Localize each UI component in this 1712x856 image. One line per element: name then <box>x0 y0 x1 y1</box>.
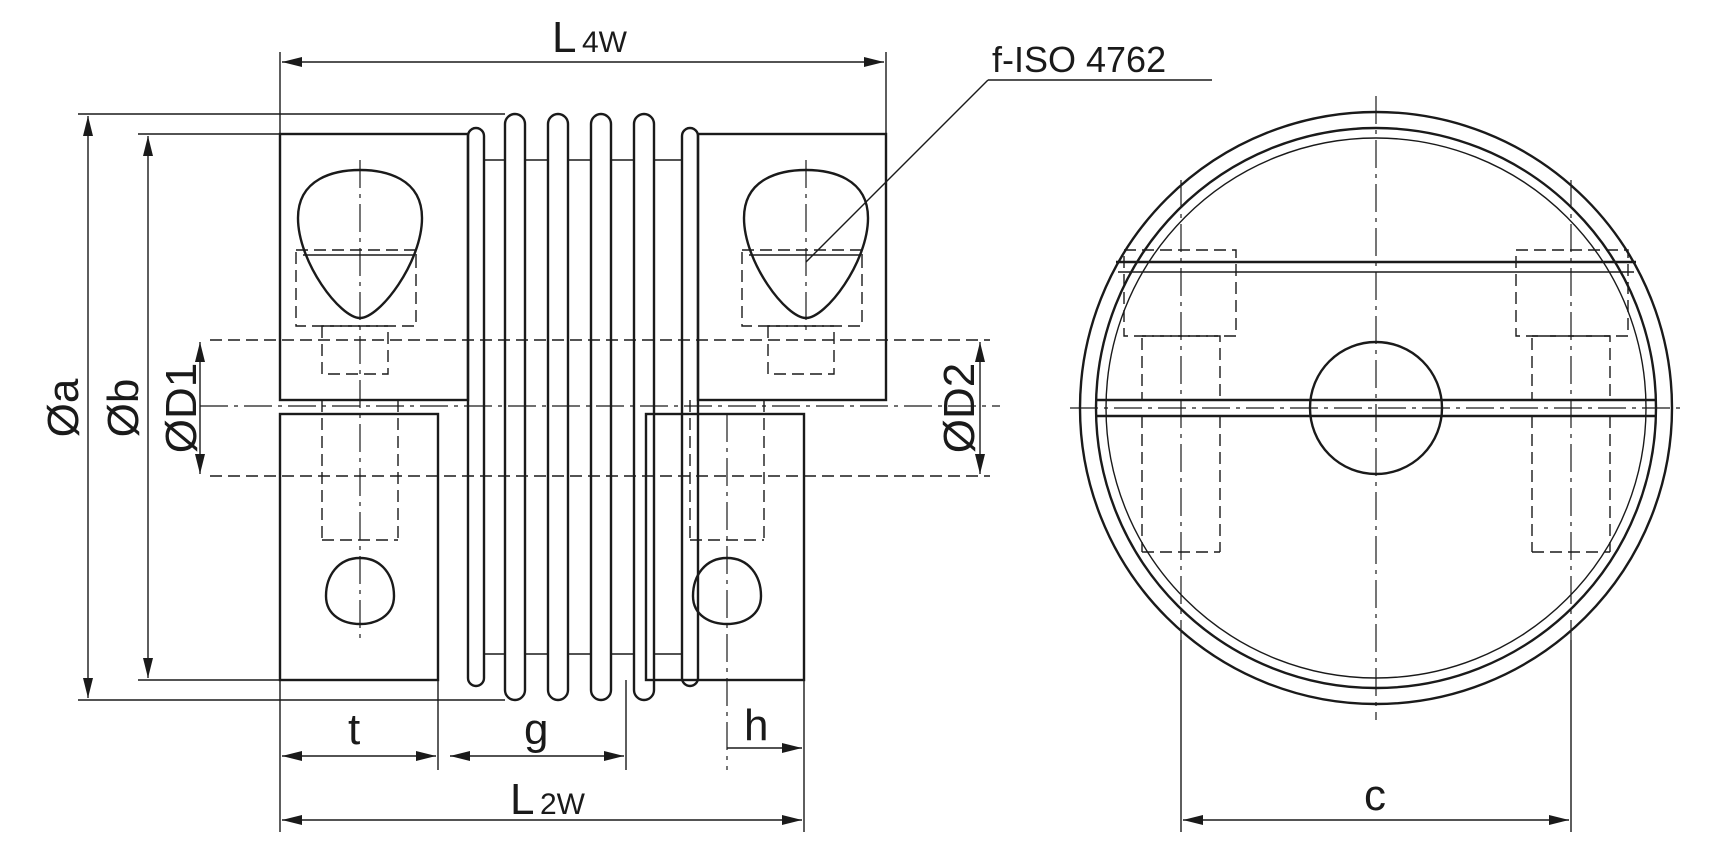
dim-l2w-sub: 2W <box>540 788 586 821</box>
dim-l4w-sub: 4W <box>582 26 628 59</box>
bellows-flange-left <box>466 126 486 688</box>
dim-t-label: t <box>348 705 360 754</box>
bellows-wave <box>589 112 613 702</box>
bellows-flange-right <box>680 126 700 688</box>
dim-b-label: Øb <box>99 379 148 438</box>
side-view: f-ISO 4762 L 4W Øa Øb ØD1 ØD2 t g h <box>39 13 1212 832</box>
bellows-wave <box>503 112 527 702</box>
screw-callout-label: f-ISO 4762 <box>992 39 1166 80</box>
bellows <box>466 112 700 702</box>
right-hub-lower <box>644 412 806 682</box>
dim-c-label: c <box>1364 771 1386 820</box>
dim-l4w-main: L <box>552 13 576 62</box>
screw-leader-line <box>805 79 989 263</box>
dim-d2-label: ØD2 <box>935 363 984 453</box>
left-hub-upper <box>278 132 470 402</box>
dim-h-label: h <box>744 701 768 750</box>
bellows-wave <box>546 112 570 702</box>
dim-l2w-main: L <box>510 775 534 824</box>
bellows-wave <box>632 112 656 702</box>
dim-g-label: g <box>524 705 548 754</box>
dim-d1-label: ØD1 <box>157 363 206 453</box>
dim-a-label: Øa <box>39 378 88 437</box>
left-hub-lower <box>278 412 440 682</box>
end-view: c <box>1070 96 1682 832</box>
right-hub-upper <box>696 132 888 402</box>
